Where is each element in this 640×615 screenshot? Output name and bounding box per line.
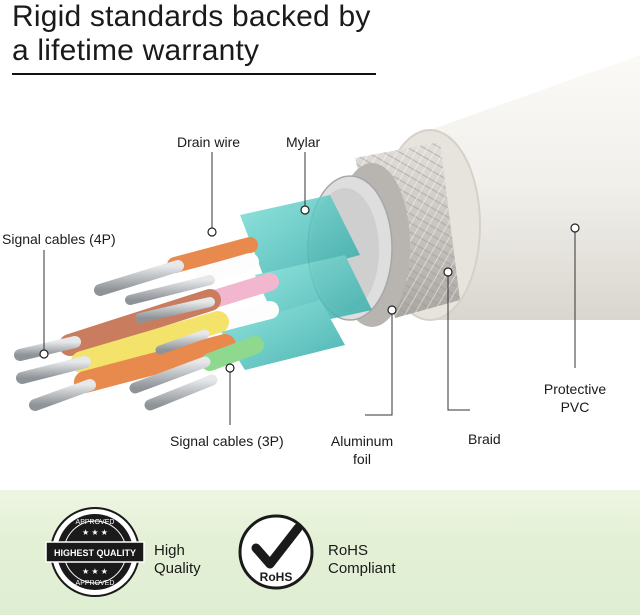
seal-stars-bottom: ★ ★ ★	[82, 567, 108, 576]
label-mylar: Mylar	[286, 134, 321, 150]
highest-quality-seal: APPROVED HIGHEST QUALITY APPROVED ★ ★ ★ …	[45, 507, 145, 597]
seal-bottom-text: APPROVED	[76, 580, 115, 587]
cable-cross-section-diagram	[14, 55, 640, 425]
label-braid: Braid	[468, 431, 501, 447]
badges-footer: APPROVED HIGHEST QUALITY APPROVED ★ ★ ★ …	[0, 490, 640, 615]
label-aluminum-foil-line-1: Aluminum	[330, 433, 394, 449]
exposed-strands	[14, 275, 218, 411]
label-pvc-line-2: PVC	[560, 399, 590, 415]
label-aluminum-foil-line-2: foil	[353, 451, 371, 467]
headline-underline	[12, 73, 376, 75]
label-aluminum-foil: Aluminum foil	[322, 432, 402, 468]
seal-stars-top: ★ ★ ★	[82, 528, 108, 537]
signal-conductors	[59, 253, 279, 393]
checkmark-icon	[251, 523, 303, 569]
label-drain-wire: Drain wire	[177, 134, 241, 150]
rohs-seal-text: RoHS	[260, 570, 293, 584]
callout-leaders	[43, 152, 576, 425]
label-signal-cables-4p: Signal cables (4P)	[2, 231, 116, 247]
rohs-caption-line-1: RoHS	[328, 542, 369, 559]
headline: Rigid standards backed by a lifetime war…	[12, 0, 392, 68]
headline-line-1: Rigid standards backed by	[12, 0, 371, 33]
rohs-seal: RoHS	[238, 514, 314, 590]
drain-wire	[94, 237, 258, 296]
callout-dots	[39, 205, 580, 373]
label-pvc-line-1: Protective	[543, 381, 607, 397]
rohs-caption-line-2: Compliant	[328, 560, 396, 577]
rohs-caption: RoHS Compliant	[328, 542, 396, 578]
headline-line-2: a lifetime warranty	[12, 34, 260, 67]
quality-caption: High Quality	[154, 542, 201, 578]
seal-middle-text: HIGHEST QUALITY	[54, 548, 136, 558]
quality-caption-line-1: High	[154, 542, 185, 559]
seal-top-text: APPROVED	[76, 519, 115, 526]
label-signal-cables-3p: Signal cables (3P)	[170, 433, 284, 449]
quality-caption-line-2: Quality	[154, 560, 201, 577]
label-protective-pvc: Protective PVC	[535, 380, 615, 416]
